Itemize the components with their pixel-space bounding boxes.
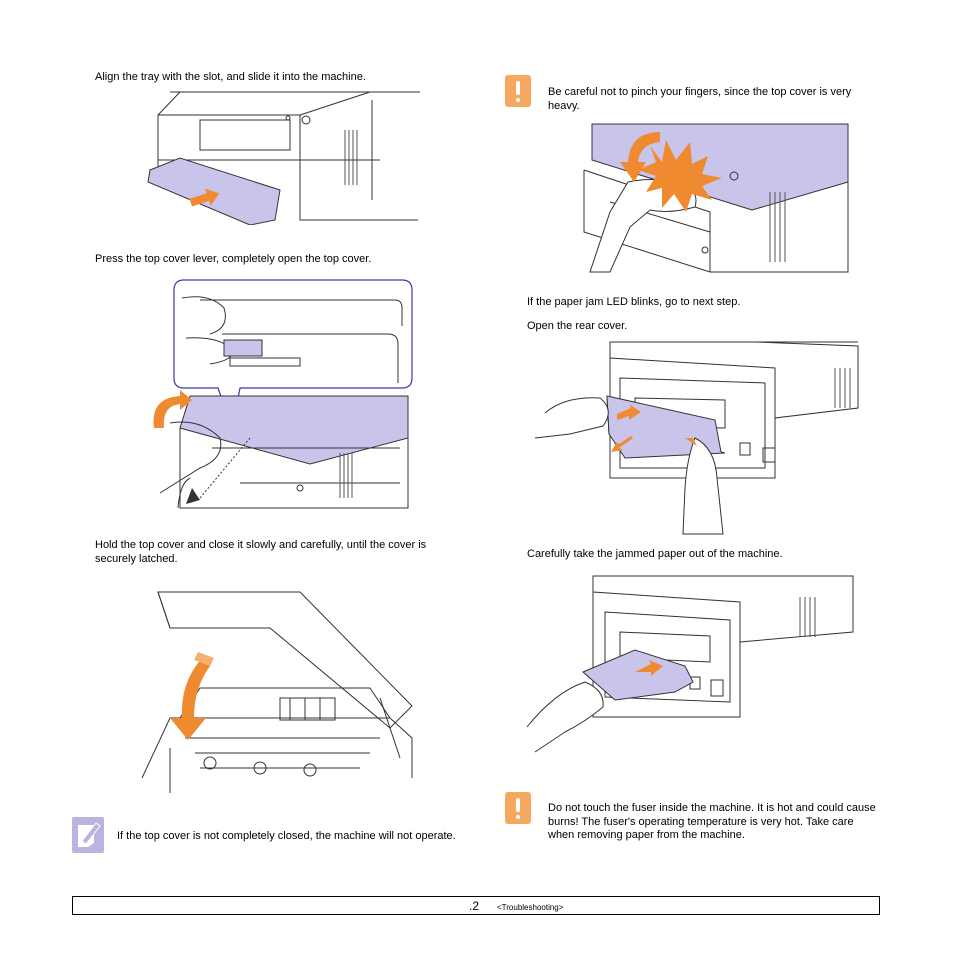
step-led-blinks-text: If the paper jam LED blinks, go to next … (527, 296, 741, 308)
remove-jammed-paper-illustration (526, 575, 854, 753)
caution-icon-fuser (505, 792, 531, 824)
step-press-lever-text: Press the top cover lever, completely op… (95, 253, 372, 265)
page-number: .2 (469, 899, 480, 913)
page-footer: .2 <Troubleshooting> (72, 896, 880, 915)
tray-insert-illustration (147, 91, 420, 225)
caution-icon-pinch (505, 75, 531, 107)
section-label: <Troubleshooting> (497, 903, 564, 912)
open-top-cover-illustration (153, 279, 413, 509)
caution-fuser-text: Do not touch the fuser inside the machin… (548, 802, 876, 841)
close-top-cover-illustration (141, 591, 413, 793)
caution-pinch-text: Be careful not to pinch your fingers, si… (548, 86, 852, 112)
step-close-cover-text: Hold the top cover and close it slowly a… (95, 539, 427, 565)
step-open-rear-text: Open the rear cover. (527, 320, 628, 332)
note-icon (72, 817, 104, 853)
pinch-warning-illustration (583, 123, 849, 273)
step-take-paper-text: Carefully take the jammed paper out of t… (527, 548, 783, 560)
note-text: If the top cover is not completely close… (117, 830, 456, 842)
step-align-tray-text: Align the tray with the slot, and slide … (95, 71, 366, 83)
open-rear-cover-illustration (534, 341, 859, 535)
